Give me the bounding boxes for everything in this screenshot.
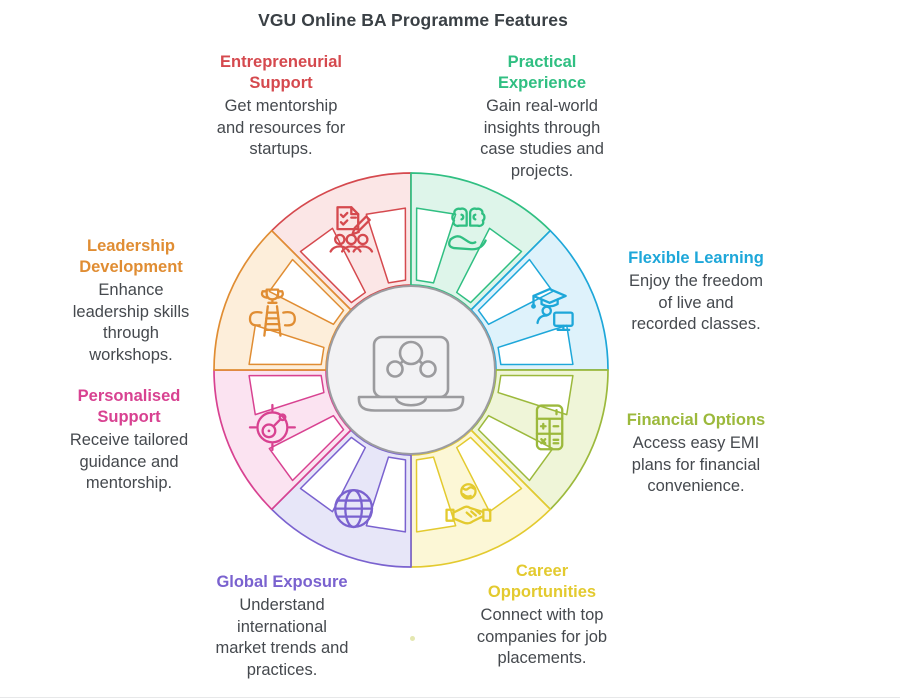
segment-notch [365,456,407,533]
feature-description: Enjoy the freedom of live and recorded c… [629,271,763,334]
segment-notch [268,258,345,326]
feature-title: Leadership Development [79,237,183,276]
brain-hand-icon [448,207,487,251]
globe-icon [334,489,374,529]
segment-notch [477,414,554,482]
segment-notch [299,227,367,304]
target-key-icon [248,403,296,451]
segment-notch [497,324,574,366]
checklist-people-icon [329,206,374,253]
feature-title: Entrepreneurial Support [220,53,342,92]
calculator-icon [535,404,564,451]
segment-notch [365,207,407,284]
feature-description: Receive tailored guidance and mentorship… [69,430,189,493]
feature-title: Career Opportunities [487,562,597,601]
feature-description: Understand international market trends a… [215,595,349,679]
feature-description: Get mentorship and resources for startup… [216,96,346,159]
segment-notch [299,436,367,513]
handshake-globe-icon [445,483,492,525]
feature-title: Financial Options [626,411,766,429]
stray-dot [410,636,415,641]
feature-title: Practical Experience [497,53,587,92]
ladder-trophy-icon [248,288,296,337]
wheel-center [326,285,496,455]
feature-title: Flexible Learning [628,249,764,267]
feature-title: Global Exposure [216,573,348,591]
segment-notch [415,207,457,284]
page-title: VGU Online BA Programme Features [258,10,568,30]
feature-description: Gain real-world insights through case st… [480,96,604,180]
graduate-monitor-icon [531,287,574,331]
feature-title: Personalised Support [77,387,181,426]
segment-notch [455,227,523,304]
feature-description: Connect with top companies for job place… [476,605,608,668]
segment-notch [268,414,345,482]
feature-description: Enhance leadership skills through worksh… [72,280,190,364]
feature-description: Access easy EMI plans for financial conv… [631,433,761,496]
segment-notch [248,374,325,416]
laptop-share-icon [357,335,465,412]
